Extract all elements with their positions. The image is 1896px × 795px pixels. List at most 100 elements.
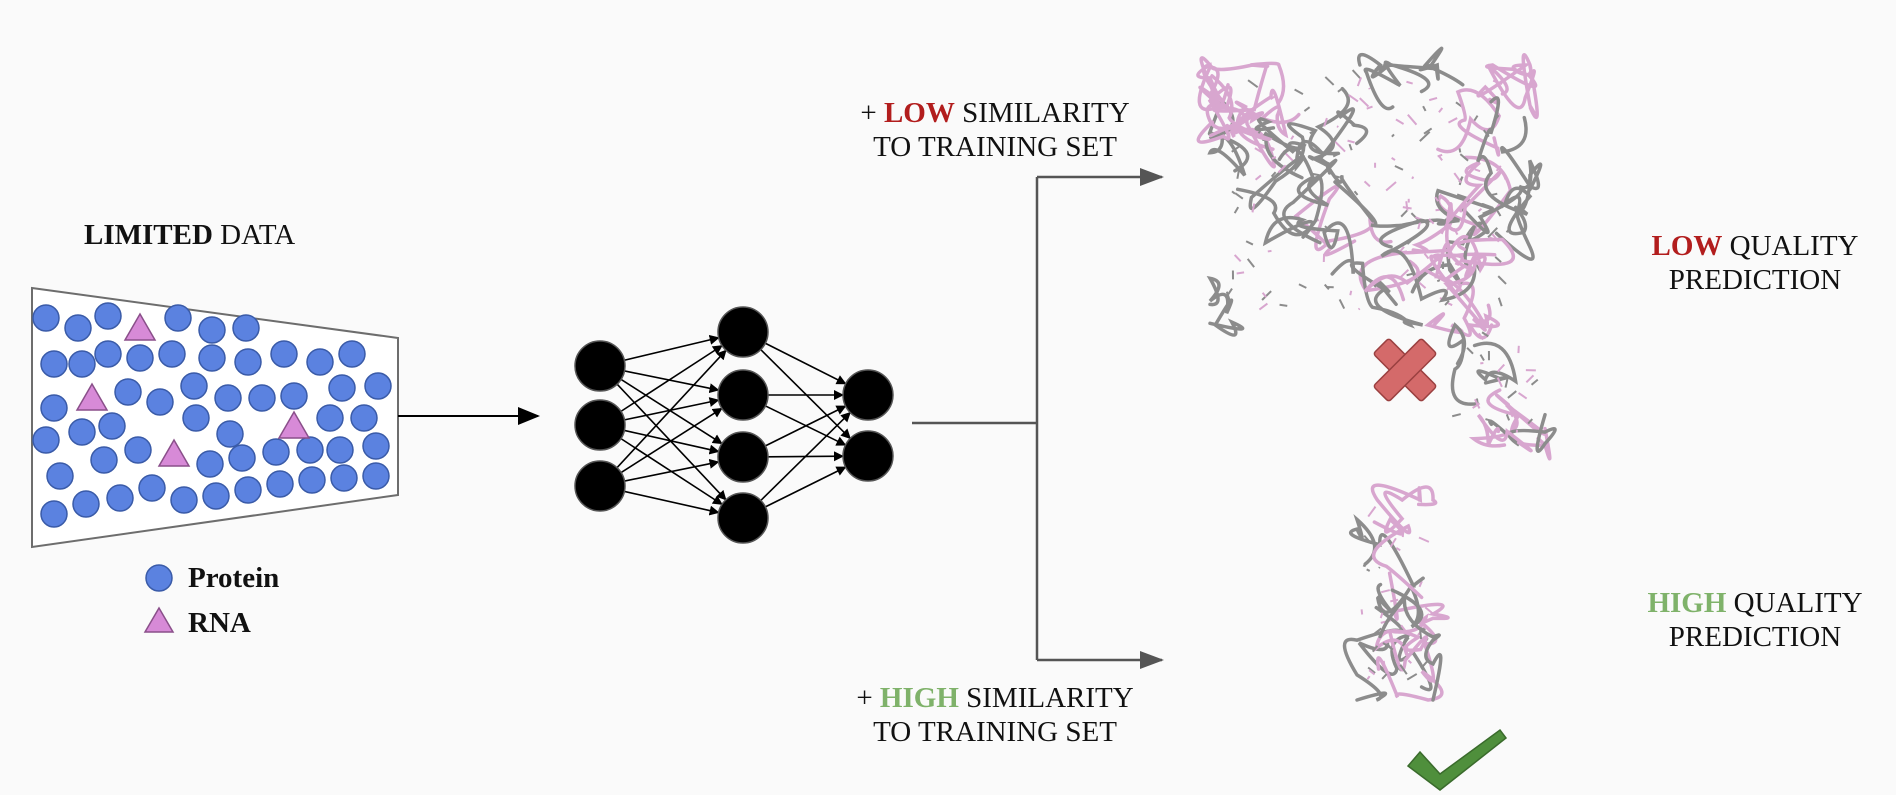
rna-strand (1488, 412, 1557, 453)
base-pair (1270, 171, 1277, 178)
protein-particle (298, 466, 326, 494)
rna-strand (1376, 620, 1444, 702)
rna-legend-label: RNA (188, 607, 251, 639)
high-quality-structure-image (1342, 483, 1450, 702)
base-pair (1440, 223, 1448, 235)
base-pair (1381, 673, 1388, 680)
base-pair (1497, 363, 1506, 373)
base-pair (1359, 97, 1370, 108)
base-pair (1257, 128, 1263, 135)
protein-particle (98, 412, 126, 440)
base-pair (1417, 221, 1421, 230)
high-similarity-label: + HIGH SIMILARITY TO TRAINING SET (850, 681, 1140, 749)
network-node (574, 460, 626, 512)
protein-particle (362, 462, 390, 490)
base-pair (1378, 566, 1381, 569)
low-quality-line2: PREDICTION (1668, 264, 1842, 296)
protein-particle (68, 418, 96, 446)
base-pair (1360, 609, 1364, 615)
base-pair (1338, 298, 1346, 310)
protein-particle (182, 404, 210, 432)
base-pair (1428, 96, 1438, 102)
check-icon (1406, 728, 1508, 791)
protein-particle (196, 450, 224, 478)
protein-particle (214, 384, 242, 412)
base-pair (1418, 536, 1430, 543)
high-quality-suffix: QUALITY (1726, 587, 1863, 619)
base-pair (1389, 537, 1397, 548)
high-similarity-suffix: SIMILARITY (958, 682, 1134, 714)
network-edge (616, 383, 727, 501)
base-pair (1419, 131, 1431, 142)
rna-legend-icon (143, 606, 175, 633)
protein-particle (232, 314, 260, 342)
base-pair (1373, 627, 1382, 635)
high-similarity-line1: + HIGH SIMILARITY (850, 681, 1140, 715)
base-pair (1382, 660, 1387, 670)
base-pair (1474, 168, 1481, 173)
protein-particle (32, 426, 60, 454)
base-pair (1424, 606, 1436, 616)
low-quality-line1: LOW QUALITY (1630, 229, 1880, 263)
network-edge (616, 349, 727, 469)
base-pair (1477, 207, 1483, 212)
protein-particle (40, 500, 68, 528)
base-pair (1418, 281, 1427, 289)
base-pair (1324, 76, 1335, 86)
network-edge (620, 378, 723, 445)
base-pair (1417, 274, 1424, 280)
low-similarity-keyword: LOW (883, 97, 955, 129)
network-node (574, 399, 626, 451)
low-similarity-suffix: SIMILARITY (954, 97, 1130, 129)
network-edge (624, 370, 720, 394)
base-pair (1258, 302, 1268, 311)
base-pair (1394, 165, 1404, 171)
protein-particle (266, 470, 294, 498)
base-pair (1261, 292, 1267, 298)
protein-particle (138, 474, 166, 502)
low-similarity-line2: TO TRAINING SET (873, 131, 1117, 163)
rna-strand (1208, 74, 1273, 142)
base-pair (1294, 88, 1304, 96)
high-quality-keyword: HIGH (1647, 587, 1727, 619)
base-pair (1447, 302, 1453, 307)
base-pair (1422, 105, 1427, 112)
base-pair (1399, 664, 1408, 675)
base-pair (1428, 218, 1435, 225)
network-node (717, 431, 769, 483)
rna-strand (1248, 122, 1340, 211)
protein-particle (68, 350, 96, 378)
base-pair (1505, 414, 1511, 421)
low-quality-label: LOW QUALITY PREDICTION (1630, 229, 1880, 297)
protein-particle (328, 374, 356, 402)
protein-particle (32, 304, 60, 332)
base-pair (1267, 249, 1272, 253)
protein-legend-label: Protein (188, 562, 280, 594)
base-pair (1458, 148, 1462, 153)
base-pair (1245, 240, 1254, 246)
protein-particle (228, 444, 256, 472)
network-node (842, 430, 894, 482)
base-pair (1380, 589, 1391, 594)
protein-particle (158, 340, 186, 368)
protein-particle (40, 350, 68, 378)
base-pair (1234, 192, 1244, 200)
high-similarity-keyword: HIGH (879, 682, 959, 714)
base-pair (1254, 147, 1266, 155)
base-pair (1423, 253, 1430, 260)
base-pair (1454, 262, 1460, 266)
protein-particle (316, 404, 344, 432)
rna-strand (1206, 275, 1245, 337)
base-pair (1219, 126, 1229, 130)
base-pair (1362, 564, 1366, 568)
network-edge (760, 349, 851, 440)
base-pair (1233, 206, 1240, 214)
base-pair (1518, 392, 1528, 400)
rna-strand (1445, 160, 1502, 228)
base-pair (1349, 290, 1353, 296)
rna-strand (1196, 62, 1255, 144)
rna-strand (1476, 96, 1535, 261)
base-pair (1390, 598, 1399, 603)
protein-particle (306, 348, 334, 376)
